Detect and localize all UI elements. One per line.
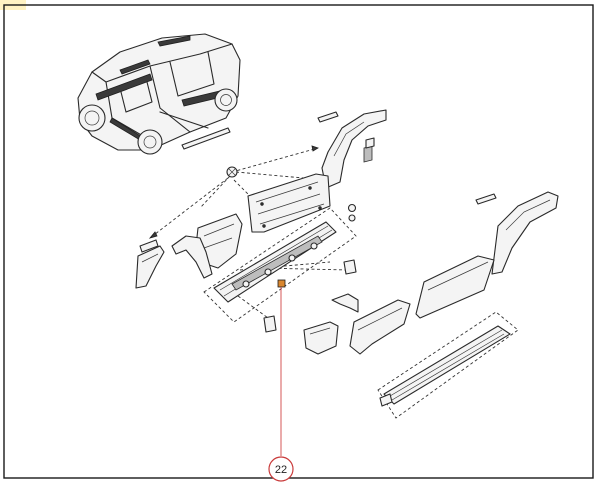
clip-fastener-icon xyxy=(226,166,238,178)
sill-assembly-right xyxy=(377,311,519,419)
front-door-panel-right xyxy=(349,299,411,355)
rear-wheel-arch-trim xyxy=(317,109,387,189)
front-wheel-arch-trim xyxy=(171,235,213,279)
small-clips xyxy=(263,203,357,333)
diagram-frame xyxy=(3,4,594,479)
callout-22: 22 xyxy=(268,287,294,482)
front-arch-right xyxy=(303,293,359,355)
front-mud-flap xyxy=(135,239,165,289)
callout-number: 22 xyxy=(275,464,287,476)
rear-door-panel-right xyxy=(415,255,495,319)
side-sill-assembly xyxy=(203,207,357,323)
rear-quarter-panel-right xyxy=(475,191,559,275)
rear-door-trim-panel xyxy=(247,173,331,233)
vehicle-overview xyxy=(77,33,241,155)
highlighted-clip-part xyxy=(277,279,286,288)
